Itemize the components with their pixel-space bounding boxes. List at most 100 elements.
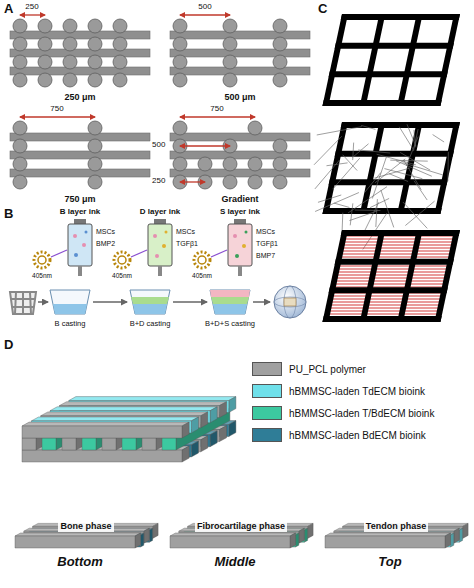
filament-section	[273, 175, 287, 189]
figure-label: 405nm	[112, 272, 132, 279]
legend-row: hBMMSC-laden BdECM bioink	[252, 428, 426, 442]
filament-section	[13, 19, 27, 33]
figure-label: BMP2	[96, 240, 115, 248]
dimension-arrow	[180, 145, 230, 146]
aligned-fiber	[335, 272, 449, 273]
legend-swatch	[252, 428, 282, 442]
filament-front	[102, 438, 116, 450]
filament-section	[13, 37, 27, 51]
figure-label: 405nm	[192, 272, 212, 279]
filament-front	[42, 438, 56, 450]
aligned-fiber	[334, 278, 448, 279]
dimension-arrow	[180, 116, 255, 117]
filament-top	[69, 397, 236, 401]
filament-front	[22, 426, 182, 438]
figure-label: Top	[378, 555, 401, 569]
filament-front	[122, 438, 136, 450]
filament-side	[210, 407, 217, 423]
aligned-fiber	[336, 266, 450, 267]
filament-section	[113, 73, 127, 87]
filament-front	[22, 438, 36, 450]
filament-side	[229, 421, 236, 437]
random-fiber	[357, 150, 391, 153]
filament-section	[63, 73, 77, 87]
filament-top	[59, 402, 226, 406]
filament-section	[113, 55, 127, 69]
figure-label: 750	[210, 105, 223, 114]
filament-side	[445, 533, 451, 548]
aligned-fiber	[333, 284, 447, 285]
drawing-stroke	[434, 122, 460, 214]
filament-side	[290, 533, 296, 548]
filament-top	[50, 407, 217, 411]
filament-section	[63, 55, 77, 69]
aligned-fiber	[341, 242, 455, 243]
figure-label: B+D casting	[130, 320, 171, 328]
filament-side	[463, 523, 469, 538]
drawing-stroke	[335, 259, 454, 265]
filament-section	[88, 121, 102, 135]
filament-section	[248, 175, 262, 189]
light-beam	[51, 250, 227, 257]
drawing-stroke	[341, 230, 460, 236]
filament-section	[198, 157, 212, 171]
figure-label: MSCs	[256, 228, 275, 236]
filament-section	[13, 73, 27, 87]
drawing-stroke	[360, 122, 386, 214]
drawing-stroke	[322, 208, 441, 214]
random-fiber	[348, 187, 387, 213]
drawing-stroke	[329, 179, 448, 185]
filament-bar	[170, 151, 310, 159]
aligned-fiber	[336, 269, 450, 270]
figure-label: B+D+S casting	[205, 320, 255, 328]
filament-section	[223, 73, 237, 87]
filament-side	[135, 533, 141, 548]
filament-side	[304, 528, 307, 542]
filament-section	[173, 73, 187, 87]
random-fiber	[318, 195, 341, 202]
filament-front	[82, 438, 96, 450]
filament-section	[88, 175, 102, 189]
aligned-fiber	[327, 311, 441, 312]
filament-section	[248, 157, 262, 171]
random-fiber	[333, 158, 360, 189]
random-fiber	[348, 203, 355, 225]
filament-front	[22, 450, 182, 462]
filament-top	[31, 417, 198, 421]
filament-side	[219, 426, 226, 442]
filament-section	[273, 73, 287, 87]
figure-label: MSCs	[96, 228, 115, 236]
filament-section	[273, 139, 287, 153]
random-fiber	[397, 160, 427, 190]
dimension-arrow	[20, 116, 95, 117]
aligned-fiber	[341, 245, 455, 246]
aligned-fiber	[329, 299, 443, 300]
filament-section	[173, 157, 187, 171]
filament-front	[170, 536, 290, 548]
filament-side	[229, 397, 236, 413]
filament-section	[223, 55, 237, 69]
random-fiber	[374, 154, 418, 165]
drawing-stroke	[360, 14, 386, 106]
panel-letter: D	[4, 338, 13, 352]
dimension-arrow	[20, 14, 45, 15]
filament-section	[223, 175, 237, 189]
random-fiber	[410, 130, 419, 147]
filament-top	[22, 422, 189, 426]
filament-bar	[10, 133, 150, 141]
figure-label: Gradient	[221, 195, 258, 205]
random-fiber	[387, 174, 410, 182]
random-fiber	[402, 124, 420, 146]
casting-cup	[50, 290, 250, 314]
random-fiber	[397, 202, 433, 228]
drawing-stroke	[434, 230, 460, 322]
filament-section	[273, 19, 287, 33]
drawing-stroke	[322, 230, 348, 322]
figure-label: Bone phase	[58, 522, 113, 532]
drawing-stroke	[322, 100, 441, 106]
filament-section	[13, 139, 27, 153]
syringe-s	[228, 219, 252, 276]
figure-label: S layer ink	[220, 208, 260, 217]
figure-label: MSCs	[176, 228, 195, 236]
filament-section	[113, 37, 127, 51]
